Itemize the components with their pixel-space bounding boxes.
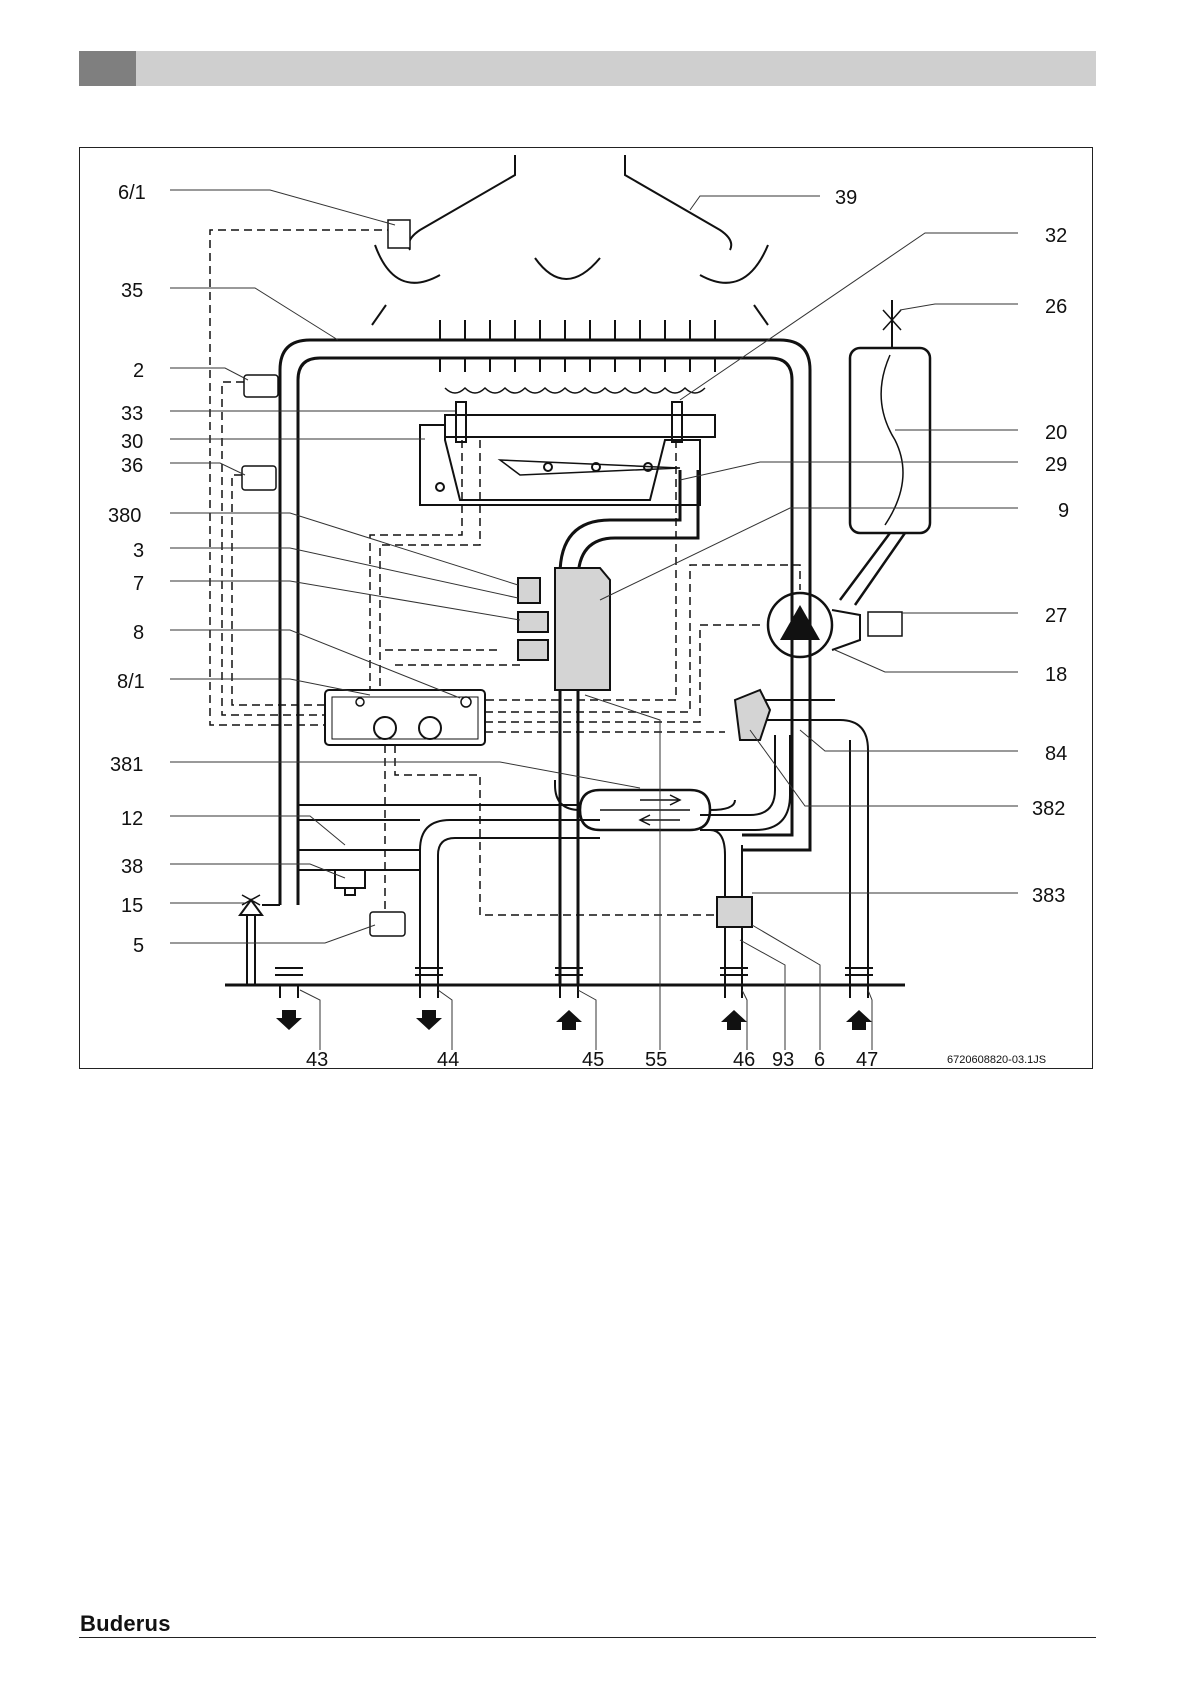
inlet-arrow-45-icon	[556, 1010, 582, 1030]
gas-valve-coil-7	[517, 611, 549, 633]
header-tab	[79, 51, 136, 86]
label-381: 381	[110, 754, 143, 776]
diagram-frame	[79, 147, 1093, 1069]
pump-arrow-icon	[780, 605, 820, 640]
temperature-sensor-36-icon	[241, 465, 277, 491]
label-27: 27	[1045, 605, 1067, 627]
header-bar	[79, 51, 1096, 86]
flame-sensor-32	[671, 401, 683, 443]
label-15: 15	[121, 895, 143, 917]
inlet-arrow-47-icon	[846, 1010, 872, 1030]
label-20: 20	[1045, 422, 1067, 444]
label-382: 382	[1032, 798, 1065, 820]
brand-logo: Buderus	[80, 1611, 171, 1636]
pump	[766, 591, 834, 659]
label-35: 35	[121, 280, 143, 302]
label-36: 36	[121, 455, 143, 477]
burner-manifold	[444, 414, 716, 438]
hood-bowl-right	[699, 244, 769, 284]
label-7: 7	[133, 573, 144, 595]
label-380: 380	[108, 505, 141, 527]
flue-hood-left	[407, 155, 516, 251]
label-30: 30	[121, 431, 143, 453]
expansion-vessel	[848, 346, 932, 535]
temperature-sensor-5-icon	[369, 911, 406, 937]
label-43: 43	[306, 1049, 328, 1071]
label-12: 12	[121, 808, 143, 830]
ignition-electrode-33	[455, 401, 467, 443]
gas-valve-9	[554, 567, 611, 691]
drain-valve-38	[334, 869, 366, 889]
label-32: 32	[1045, 225, 1067, 247]
pressure-switch-icon	[243, 374, 279, 398]
control-panel	[324, 689, 486, 746]
burner-body	[419, 424, 701, 506]
heating-circuit-inner	[296, 356, 794, 905]
diverter-valve-84	[733, 688, 772, 741]
label-3: 3	[133, 540, 144, 562]
label-33: 33	[121, 403, 143, 425]
connection-stubs	[275, 967, 873, 998]
label-29: 29	[1045, 454, 1067, 476]
label-6: 6	[814, 1049, 825, 1071]
automatic-air-vent-icon	[867, 611, 903, 637]
flue-hood-right	[624, 155, 733, 251]
figure-code: 6720608820-03.1JS	[947, 1054, 1046, 1066]
burner-flames	[444, 386, 706, 394]
outlet-arrow-43-icon	[276, 1010, 302, 1030]
label-55: 55	[645, 1049, 667, 1071]
label-383: 383	[1032, 885, 1065, 907]
leader-lines	[170, 189, 1018, 1050]
label-84: 84	[1045, 743, 1067, 765]
label-26: 26	[1045, 296, 1067, 318]
label-46: 46	[733, 1049, 755, 1071]
label-9: 9	[1058, 500, 1069, 522]
label-38: 38	[121, 856, 143, 878]
gas-valve-coil-3	[517, 577, 541, 604]
label-8-1: 8/1	[117, 671, 145, 693]
heat-exchanger-fins	[439, 320, 716, 372]
heating-circuit-outer	[278, 338, 812, 905]
hood-bowl-left	[374, 244, 441, 284]
label-93: 93	[772, 1049, 794, 1071]
label-2: 2	[133, 360, 144, 382]
label-5: 5	[133, 935, 144, 957]
label-39: 39	[835, 187, 857, 209]
label-45: 45	[582, 1049, 604, 1071]
label-6-1: 6/1	[118, 182, 146, 204]
flue-sensor-icon	[387, 219, 411, 249]
wiring	[209, 229, 801, 920]
flow-sensor-6	[716, 896, 753, 928]
plate-heat-exchanger	[578, 788, 712, 832]
label-8: 8	[133, 622, 144, 644]
inlet-arrow-46-icon	[721, 1010, 747, 1030]
outlet-arrow-44-icon	[416, 1010, 442, 1030]
footer-rule	[79, 1637, 1096, 1638]
label-44: 44	[437, 1049, 459, 1071]
hood-bowl-center	[534, 257, 601, 280]
label-18: 18	[1045, 664, 1067, 686]
label-47: 47	[856, 1049, 878, 1071]
